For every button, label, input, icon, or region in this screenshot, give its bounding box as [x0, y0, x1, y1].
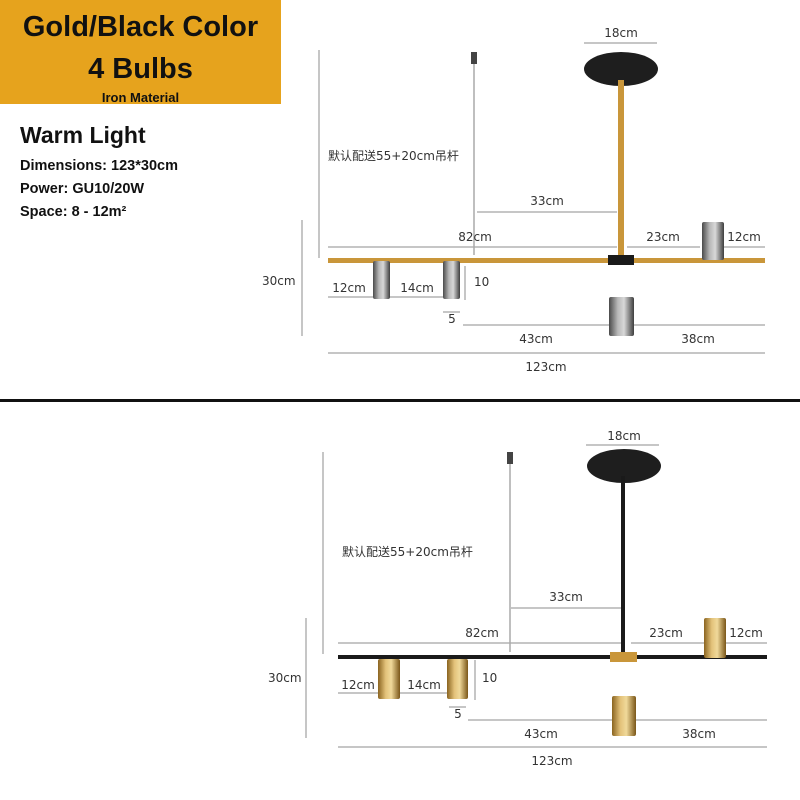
label-light-height-bottom: 10	[482, 671, 497, 685]
fixture-top	[328, 52, 765, 336]
label-light-offset-top: 5	[448, 312, 456, 326]
center-joint-top	[608, 255, 634, 265]
fixture-bottom	[338, 449, 767, 736]
label-left-light-bottom: 12cm	[341, 678, 375, 692]
label-rod-note-top: 默认配送55+20cm吊杆	[328, 148, 459, 163]
label-right-light-bottom: 12cm	[729, 626, 763, 640]
diagram-top	[301, 42, 765, 354]
black-rod-bottom	[621, 476, 625, 656]
center-joint-bottom	[610, 652, 637, 662]
label-canopy-width-bottom: 18cm	[607, 429, 641, 443]
label-right-light-top: 12cm	[727, 230, 761, 244]
label-light-offset-bottom: 5	[454, 707, 462, 721]
badge-material: Iron Material	[101, 90, 180, 105]
label-left-length-top: 82cm	[458, 230, 492, 244]
label-right-span-bottom: 38cm	[682, 727, 716, 741]
label-height-bottom: 30cm	[268, 671, 302, 685]
label-left-length-bottom: 82cm	[465, 626, 499, 640]
spec-space: Space: 8 - 12m²	[20, 204, 127, 220]
label-light-gap-top: 14cm	[400, 281, 434, 295]
gold-spotlight-3	[612, 696, 636, 736]
gold-spotlight-4	[704, 618, 726, 658]
spec-power: Power: GU10/20W	[20, 181, 145, 197]
spec-dimensions: Dimensions: 123*30cm	[20, 158, 178, 174]
specs-panel: Warm Light Dimensions: 123*30cm Power: G…	[20, 122, 178, 224]
wire-clip-top	[471, 52, 477, 64]
product-badge: Gold/Black Color 4 Bulbs Iron Material	[0, 0, 281, 105]
label-total-bottom: 123cm	[531, 754, 572, 768]
label-canopy-width-top: 18cm	[604, 26, 638, 40]
chrome-spotlight-3	[609, 297, 634, 336]
label-right-offset-top: 23cm	[646, 230, 680, 244]
gold-spotlight-1	[378, 659, 400, 699]
gold-bar-top	[328, 258, 765, 263]
wire-clip-bottom	[507, 452, 513, 464]
chrome-spotlight-2	[443, 261, 460, 299]
chrome-spotlight-4	[702, 222, 724, 260]
specs-heading: Warm Light	[20, 122, 146, 148]
gold-spotlight-2	[447, 659, 468, 699]
label-center-offset-bottom: 43cm	[524, 727, 558, 741]
label-light-height-top: 10	[474, 275, 489, 289]
label-center-offset-top: 43cm	[519, 332, 553, 346]
label-total-top: 123cm	[525, 360, 566, 374]
black-bar-bottom	[338, 655, 767, 659]
gold-rod-top	[618, 80, 624, 258]
label-light-gap-bottom: 14cm	[407, 678, 441, 692]
ceiling-canopy-bottom	[587, 449, 661, 483]
label-height-top: 30cm	[262, 274, 296, 288]
badge-bulbs-title: 4 Bulbs	[88, 53, 193, 85]
chrome-spotlight-1	[373, 261, 390, 299]
labels-bottom: 18cm 默认配送55+20cm吊杆 33cm 82cm 23cm 12cm 3…	[268, 429, 763, 768]
label-left-light-top: 12cm	[332, 281, 366, 295]
diagram-bottom	[305, 444, 767, 748]
labels-top: 18cm 默认配送55+20cm吊杆 33cm 82cm 23cm 12cm 3…	[262, 26, 761, 374]
label-rod-note-bottom: 默认配送55+20cm吊杆	[342, 544, 473, 559]
section-divider	[0, 399, 800, 402]
badge-color-title: Gold/Black Color	[22, 11, 259, 43]
label-right-offset-bottom: 23cm	[649, 626, 683, 640]
ceiling-canopy-top	[584, 52, 658, 86]
label-rod-offset-bottom: 33cm	[549, 590, 583, 604]
label-right-span-top: 38cm	[681, 332, 715, 346]
label-rod-offset-top: 33cm	[530, 194, 564, 208]
